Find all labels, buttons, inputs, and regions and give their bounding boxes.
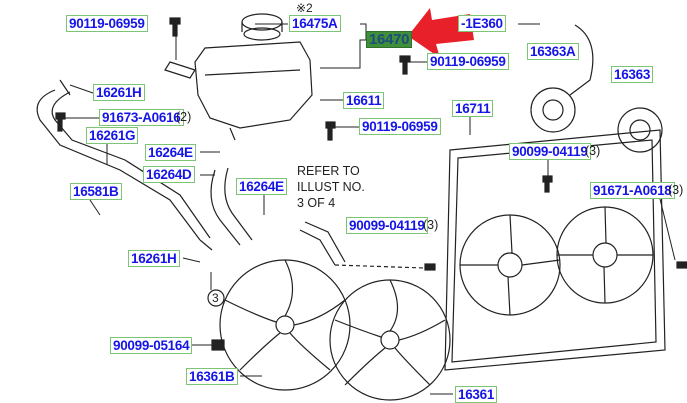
refer-note-line: 3 OF 4 — [297, 196, 336, 210]
part-label-16363[interactable]: 16363 — [611, 66, 654, 83]
refer-note-line: ILLUST NO. — [297, 180, 365, 194]
refer-note-line: REFER TO — [297, 164, 360, 178]
part-label-90119-06959[interactable]: 90119-06959 — [359, 118, 441, 135]
part-label-16264e[interactable]: 16264E — [236, 178, 287, 195]
qty-91673-a0616: (2) — [176, 110, 192, 124]
circle-ref-3: 3 — [212, 291, 219, 305]
hoses — [36, 79, 346, 266]
part-label-91671-a0618[interactable]: 91671-A0618 — [590, 182, 675, 199]
refer-note: REFER TO ILLUST NO. 3 OF 4 — [297, 163, 365, 211]
red-arrow-pointer — [408, 8, 474, 58]
part-label-90099-04119[interactable]: 90099-04119 — [509, 143, 591, 160]
part-label-90119-06959[interactable]: 90119-06959 — [66, 15, 148, 32]
part-label-16261g[interactable]: 16261G — [86, 127, 139, 144]
part-label-16581b[interactable]: 16581B — [70, 183, 122, 200]
fan-shroud — [444, 129, 666, 371]
part-label-16363a[interactable]: 16363A — [527, 43, 579, 60]
part-label-16711[interactable]: 16711 — [452, 100, 494, 117]
part-label-16611[interactable]: 16611 — [343, 92, 385, 109]
fan-blades — [219, 259, 451, 401]
qty-90099-04119: (3) — [423, 218, 439, 232]
part-label-1e360[interactable]: -1E360 — [458, 15, 506, 32]
part-label-16261h[interactable]: 16261H — [128, 250, 180, 267]
part-label-16470-highlighted[interactable]: 16470 — [366, 31, 413, 48]
part-label-16361[interactable]: 16361 — [455, 386, 498, 403]
part-label-16361b[interactable]: 16361B — [186, 368, 238, 385]
part-label-90099-04119[interactable]: 90099-04119 — [346, 217, 428, 234]
part-label-16264e[interactable]: 16264E — [145, 144, 196, 161]
reservoir-tank — [164, 13, 313, 141]
note-mark: ※2 — [296, 1, 313, 15]
part-label-91673-a0616[interactable]: 91673-A0616 — [99, 109, 184, 126]
part-label-16261h[interactable]: 16261H — [93, 84, 145, 101]
circle-ref-3-ring — [207, 289, 225, 307]
qty-90099-04119: (3) — [585, 144, 601, 158]
part-label-90119-06959[interactable]: 90119-06959 — [427, 53, 509, 70]
qty-91671-a0618: (3) — [668, 183, 684, 197]
bolts — [55, 17, 687, 351]
part-label-90099-05164[interactable]: 90099-05164 — [110, 337, 193, 354]
fan-motors — [530, 24, 663, 153]
part-label-16264d[interactable]: 16264D — [143, 166, 195, 183]
part-label-16475a[interactable]: 16475A — [289, 15, 341, 32]
